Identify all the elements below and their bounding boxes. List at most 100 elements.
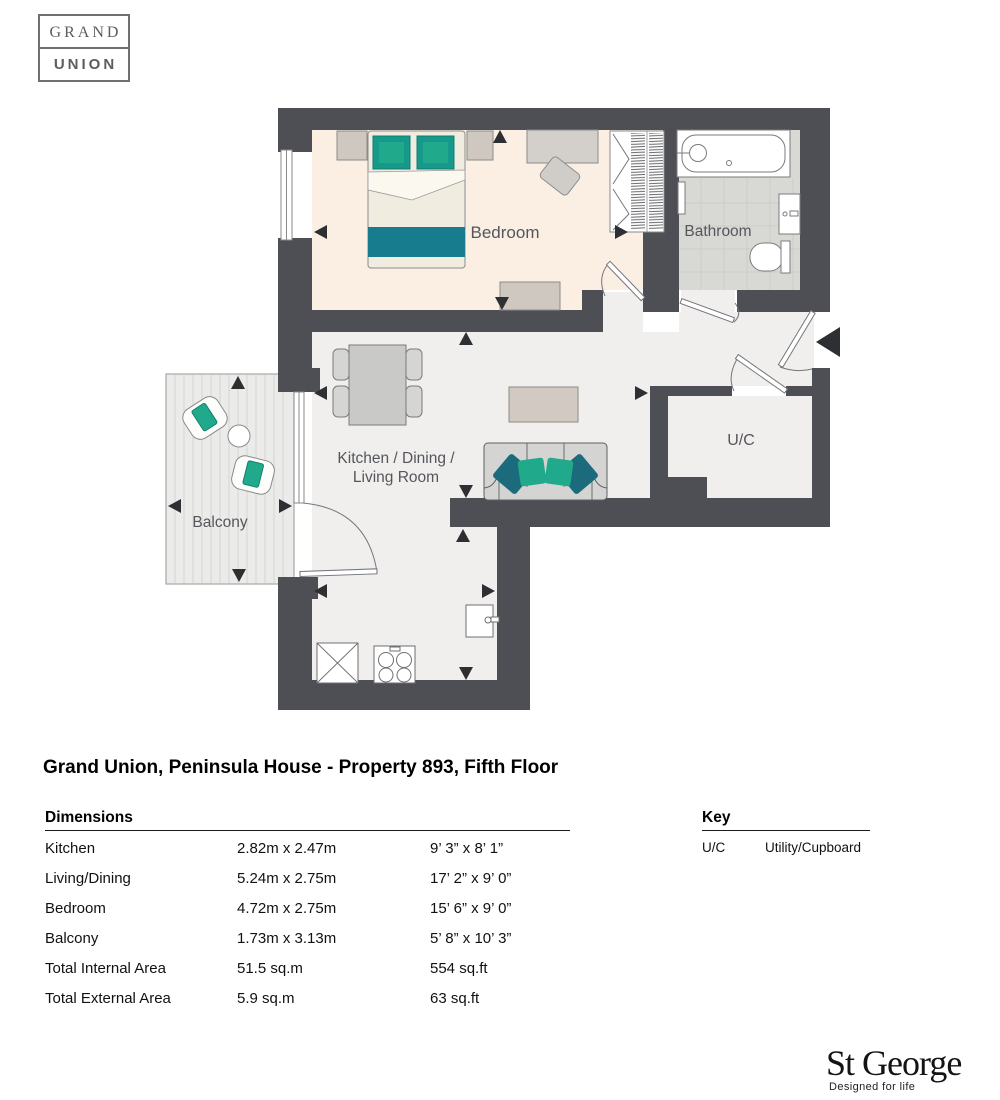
sofa-pillow-green-right xyxy=(544,457,574,487)
dim-row-imperial: 15’ 6” x 9’ 0” xyxy=(430,900,512,917)
dim-row-imperial: 5’ 8” x 10’ 3” xyxy=(430,930,512,947)
arrow-balcony-right xyxy=(279,499,292,513)
arrow-kitchen-right xyxy=(482,584,495,598)
dim-row-imperial: 9’ 3” x 8’ 1” xyxy=(430,840,504,857)
bedside-table-right xyxy=(466,130,494,161)
dimensions-heading: Dimensions xyxy=(45,809,133,826)
arrow-kitchen-up xyxy=(456,529,470,542)
entry-door xyxy=(777,310,816,372)
logo-word-grand: GRAND xyxy=(40,16,128,49)
dim-row-metric: 1.73m x 3.13m xyxy=(237,930,337,947)
bed xyxy=(367,130,466,269)
arrow-balcony-down xyxy=(232,569,246,582)
key-abbreviation: U/C xyxy=(702,840,726,855)
sofa-pillow-green-left xyxy=(517,457,547,487)
doors xyxy=(299,260,816,578)
hob xyxy=(373,645,416,684)
page-title: Grand Union, Peninsula House - Property … xyxy=(43,757,559,778)
living-furniture xyxy=(332,344,608,501)
dim-row-metric: 2.82m x 2.47m xyxy=(237,840,337,857)
arrow-bedroom-down xyxy=(495,297,509,310)
bed-sheet-fold xyxy=(367,169,466,201)
dimension-arrows xyxy=(168,130,840,680)
arrow-balcony-up xyxy=(231,376,245,389)
label-uc: U/C xyxy=(727,432,755,449)
walls xyxy=(278,108,830,710)
arrow-bedroom-left xyxy=(314,225,327,239)
bedroom-window xyxy=(280,149,293,241)
st-george-tagline: Designed for life xyxy=(829,1081,916,1093)
label-balcony: Balcony xyxy=(192,514,247,531)
floors xyxy=(312,128,814,680)
key-rule xyxy=(702,830,870,831)
dining-set xyxy=(332,344,423,426)
dimensions-rule xyxy=(45,830,570,831)
dim-row-name: Total External Area xyxy=(45,990,171,1007)
dining-table xyxy=(348,344,407,426)
room-labels: Bedroom Bathroom Kitchen / Dining / Livi… xyxy=(192,223,754,531)
dresser xyxy=(499,281,561,311)
bathroom-fixtures xyxy=(676,129,801,274)
kitchen-sink xyxy=(465,604,500,638)
wardrobe xyxy=(609,130,665,233)
dim-row-name: Kitchen xyxy=(45,840,96,857)
toilet xyxy=(749,240,791,274)
key-row: U/C Utility/Cupboard xyxy=(702,836,861,860)
arrow-balcony-left xyxy=(168,499,181,513)
key-heading: Key xyxy=(702,809,731,826)
bathtub xyxy=(676,129,791,178)
arrow-kitchen-left xyxy=(314,584,327,598)
entrance-arrow xyxy=(816,327,840,357)
bed-runner xyxy=(368,227,465,257)
dim-row-metric: 4.72m x 2.75m xyxy=(237,900,337,917)
dim-row-name: Bedroom xyxy=(45,900,106,917)
dim-row-name: Balcony xyxy=(45,930,99,947)
bedside-table-left xyxy=(336,130,368,161)
grand-union-logo: GRAND UNION xyxy=(38,14,130,82)
label-bedroom: Bedroom xyxy=(471,223,540,242)
balcony-deck xyxy=(165,373,295,585)
arrow-living-up xyxy=(459,332,473,345)
key-meaning: Utility/Cupboard xyxy=(765,840,862,855)
dim-row-imperial: 17’ 2” x 9’ 0” xyxy=(430,870,512,887)
dim-row-imperial: 554 sq.ft xyxy=(430,960,488,977)
label-kitchen-line1: Kitchen / Dining / xyxy=(337,450,455,467)
bedroom-door xyxy=(601,260,646,302)
arrow-living-left xyxy=(314,386,327,400)
arrow-bedroom-up xyxy=(493,130,507,143)
uc-door xyxy=(730,353,789,394)
tv-unit xyxy=(508,386,579,423)
label-kitchen-line2: Living Room xyxy=(353,469,439,486)
st-george-logo: St George xyxy=(826,1043,962,1083)
logo-word-union: UNION xyxy=(53,56,118,73)
dim-row-name: Living/Dining xyxy=(45,870,131,887)
basin xyxy=(778,193,801,235)
sofa xyxy=(483,442,608,501)
arrow-living-right xyxy=(635,386,648,400)
arrow-kitchen-down xyxy=(459,667,473,680)
dim-row-metric: 5.24m x 2.75m xyxy=(237,870,337,887)
desk-chair xyxy=(539,156,581,196)
balcony-door xyxy=(299,502,378,578)
bathroom-door xyxy=(679,298,740,324)
floorplan-drawing: Bedroom Bathroom Kitchen / Dining / Livi… xyxy=(165,108,840,710)
dim-row-name: Total Internal Area xyxy=(45,960,166,977)
kitchen-fixtures xyxy=(316,604,500,684)
bedroom-furniture xyxy=(336,129,665,311)
arrow-living-down xyxy=(459,485,473,498)
bathroom-tile-grid xyxy=(679,178,800,290)
windows xyxy=(280,149,305,504)
balcony-chair-1 xyxy=(182,396,228,440)
arrow-bedroom-right xyxy=(615,225,628,239)
balcony-window xyxy=(293,391,305,504)
dim-row-metric: 5.9 sq.m xyxy=(237,990,295,1007)
dim-row-metric: 51.5 sq.m xyxy=(237,960,303,977)
balcony-furniture xyxy=(182,396,275,495)
label-bathroom: Bathroom xyxy=(684,223,751,240)
towel-rail xyxy=(677,181,686,215)
balcony-table xyxy=(227,424,251,448)
balcony-chair-2 xyxy=(231,455,275,495)
desk xyxy=(526,129,599,164)
dimensions-table: Kitchen 2.82m x 2.47m 9’ 3” x 8’ 1” Livi… xyxy=(45,834,620,1014)
